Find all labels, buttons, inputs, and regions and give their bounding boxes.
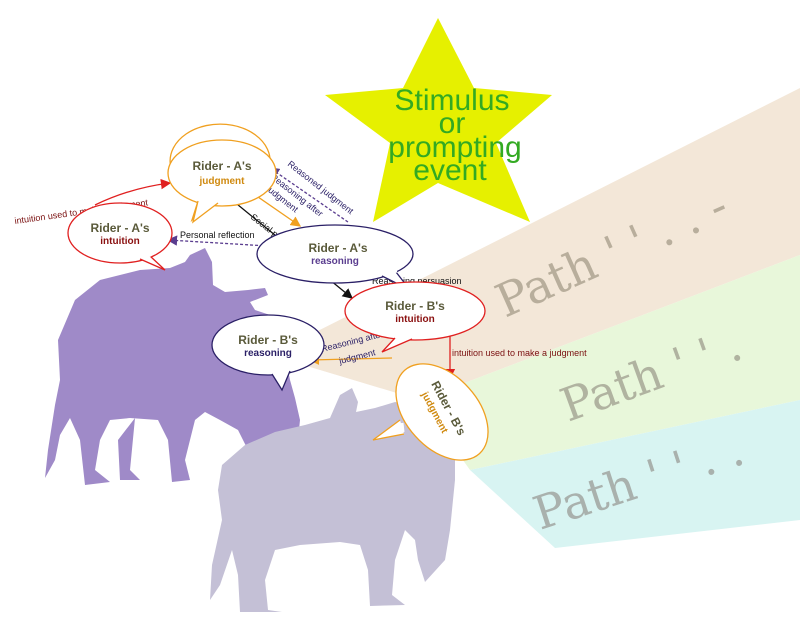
bubble-a-judgment-title: Rider - A's	[192, 159, 251, 173]
bubble-b-reasoning-sub: reasoning	[244, 348, 292, 359]
arrow-a-intuition-to-judgment	[94, 178, 172, 206]
star-line-2: or	[439, 107, 466, 140]
bubble-b-judgment: Rider - B's judgment	[372, 363, 489, 461]
bubble-a-judgment: Rider - A's judgment	[167, 123, 277, 224]
star-line-3: prompting	[388, 131, 521, 164]
path-band-middle	[420, 255, 800, 470]
label-b-intuition-to-judgment: intuition used to make a judgment	[452, 348, 587, 358]
bubble-a-reasoning: Rider - A's reasoning	[256, 224, 414, 291]
bubble-a-reasoning-sub: reasoning	[311, 256, 359, 267]
arrow-reasoned-judgment	[268, 167, 349, 223]
path-band-bottom	[470, 400, 800, 548]
bubble-a-intuition-title: Rider - A's	[90, 221, 149, 235]
bubble-b-intuition-sub: intuition	[395, 314, 434, 325]
arrow-personal-reflection	[166, 235, 269, 247]
bubble-b-intuition-title: Rider - B's	[385, 299, 445, 313]
bubble-a-intuition-sub: intuition	[100, 236, 139, 247]
bubble-b-intuition: Rider - B's intuition	[344, 281, 486, 353]
elephant-a	[45, 248, 300, 485]
bubble-a-judgment-sub: judgment	[199, 176, 246, 187]
elephant-a-back-legs	[118, 418, 140, 480]
bubble-a-reasoning-title: Rider - A's	[308, 241, 367, 255]
elephant-a-body	[45, 248, 300, 485]
arrow-reasoning-after-judgment-b	[308, 354, 393, 365]
elephant-b	[210, 388, 455, 612]
bubble-a-intuition: Rider - A's intuition	[67, 202, 173, 271]
stimulus-star: Stimulus or prompting event	[325, 18, 552, 222]
star-shape	[325, 18, 552, 222]
star-line-4: event	[413, 154, 487, 187]
bubble-b-reasoning-title: Rider - B's	[238, 333, 298, 347]
label-personal-reflection: Personal reflection	[180, 230, 255, 240]
bubble-b-reasoning: Rider - B's reasoning	[211, 314, 325, 392]
elephant-b-body	[210, 388, 455, 612]
star-line-1: Stimulus	[394, 84, 509, 117]
label-reasoning-persuasion: Reasoning persuasion	[372, 276, 462, 286]
